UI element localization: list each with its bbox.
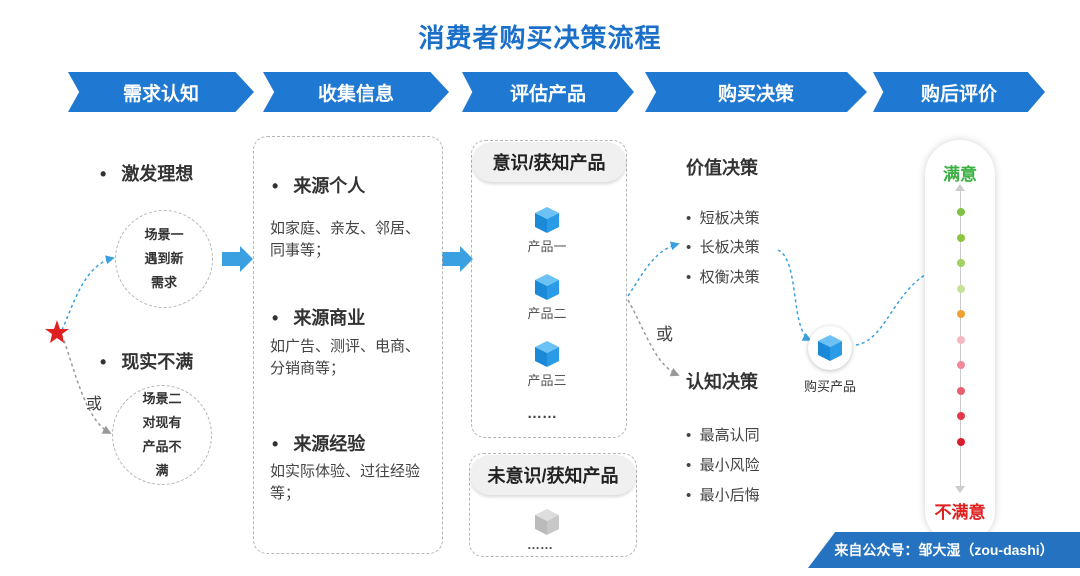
scenario2-heading: • 现实不满 — [100, 352, 194, 372]
rating-down-arrow-icon — [955, 486, 965, 493]
curve-star-to-scenario1 — [61, 255, 115, 331]
cube-icon — [535, 341, 559, 367]
cognitive-item: • 最小风险 — [686, 457, 760, 474]
or-label-need: 或 — [86, 396, 103, 413]
scenario-line: 对现有 — [142, 415, 182, 430]
scenario1-circle: 场景一遇到新需求 — [115, 210, 213, 308]
cube-icon — [818, 335, 842, 361]
curve-to-cognitive — [627, 299, 680, 377]
product-label: 产品一 — [527, 239, 567, 254]
value-item: • 权衡决策 — [686, 269, 760, 286]
rating-bottom-label: 不满意 — [934, 503, 986, 522]
aware-products-title: 意识/获知产品 — [472, 142, 626, 182]
scenario-line: 需求 — [150, 275, 177, 290]
value-decision-title: 价值决策 — [686, 158, 758, 178]
stage-label: 评估产品 — [509, 83, 586, 105]
unaware-ellipsis: …… — [527, 537, 553, 552]
source-experience-heading: • 来源经验 — [272, 434, 366, 454]
curve-star-to-scenario2 — [61, 334, 112, 434]
stage-label: 收集信息 — [317, 83, 394, 105]
stage-arrow-need: 需求认知 — [68, 72, 254, 112]
rating-dot — [957, 361, 965, 369]
curve-to-value — [627, 241, 680, 297]
source-personal-desc: 如家庭、亲友、邻居、同事等； — [270, 220, 421, 259]
rating-dot — [957, 386, 965, 395]
source-commercial-desc: 如广告、测评、电商、分销商等； — [270, 338, 421, 377]
source-commercial-heading: • 来源商业 — [272, 308, 366, 328]
purchase-node — [808, 326, 852, 370]
aware-ellipsis: …… — [527, 405, 557, 422]
scenario-line: 满 — [155, 463, 169, 478]
cognitive-item: • 最小后悔 — [686, 487, 760, 504]
scenario-line: 遇到新 — [144, 251, 184, 266]
cognitive-item: • 最高认同 — [686, 427, 760, 444]
arrow-need-to-info-icon — [222, 246, 253, 272]
cognitive-decision-title: 认知决策 — [686, 372, 758, 392]
stage-label: 需求认知 — [122, 83, 199, 105]
scenario2-circle: 场景二对现有产品不满 — [112, 385, 212, 485]
aware-products-box — [471, 140, 627, 438]
rating-top-label: 满意 — [943, 165, 977, 184]
rating-dot — [957, 233, 965, 242]
rating-dot — [957, 208, 965, 216]
purchase-label: 购买产品 — [803, 379, 856, 394]
source-experience-desc: 如实际体验、过往经验等； — [270, 463, 421, 502]
rating-dot — [957, 412, 965, 420]
product-label: 产品三 — [527, 373, 567, 388]
stage-arrow-postpurchase: 购后评价 — [873, 72, 1045, 112]
curve-to-purchase — [777, 249, 812, 341]
rating-dot — [957, 335, 965, 344]
scenario-line: 场景一 — [144, 227, 184, 242]
stage-arrow-evaluate: 评估产品 — [462, 72, 634, 112]
stage-arrow-info: 收集信息 — [263, 72, 449, 112]
scenario-line: 场景二 — [142, 391, 182, 406]
cube-icon — [535, 274, 559, 300]
star-icon — [45, 320, 69, 343]
unaware-products-box — [469, 453, 637, 557]
source-personal-heading: • 来源个人 — [272, 176, 366, 196]
value-item: • 短板决策 — [686, 210, 760, 227]
unaware-products-title: 未意识/获知产品 — [470, 455, 636, 495]
value-item: • 长板决策 — [686, 239, 760, 256]
stage-arrow-decision: 购买决策 — [645, 72, 867, 112]
rating-dot — [957, 284, 965, 293]
rating-dot — [957, 259, 965, 267]
rating-dot — [957, 437, 965, 446]
page-title: 消费者购买决策流程 — [418, 23, 662, 53]
scenario1-heading: • 激发理想 — [100, 164, 194, 184]
arrow-info-to-evaluate-icon — [442, 246, 473, 272]
info-sources-box — [253, 136, 443, 554]
source-footer: 来自公众号：邹大湿（zou-dashi） — [808, 532, 1080, 568]
cube-icon — [535, 207, 559, 233]
cube-gray-icon — [535, 509, 559, 535]
rating-dot — [957, 310, 965, 318]
stage-label: 购后评价 — [920, 83, 997, 105]
scenario-line: 产品不 — [142, 439, 182, 454]
or-label-decision: 或 — [656, 325, 673, 344]
product-label: 产品二 — [527, 306, 567, 321]
stage-label: 购买决策 — [717, 83, 794, 105]
rating-up-arrow-icon — [955, 184, 965, 191]
